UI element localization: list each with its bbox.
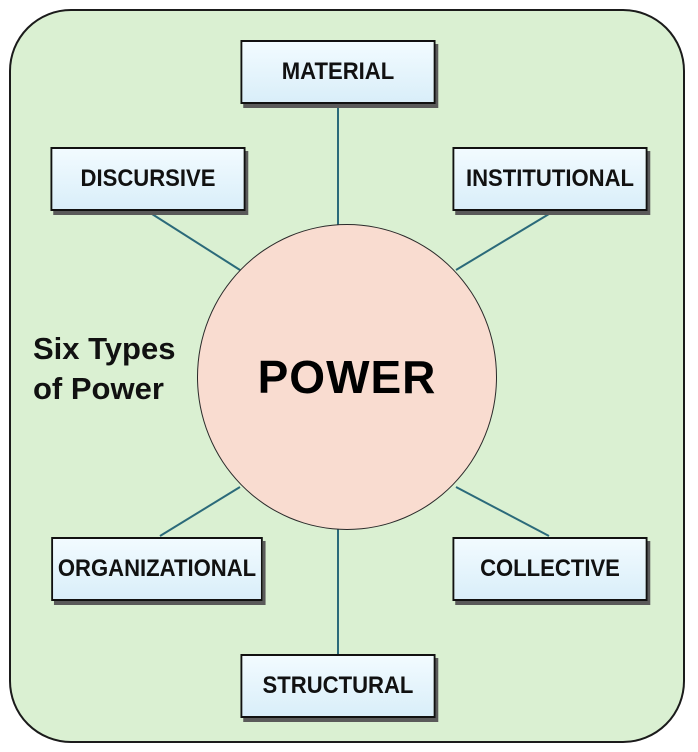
connector-collective [455, 486, 550, 537]
node-discursive: DISCURSIVE [50, 147, 246, 211]
connector-institutional [455, 213, 550, 271]
node-institutional-label: INSTITUTIONAL [465, 165, 635, 192]
node-discursive-label: DISCURSIVE [80, 165, 216, 192]
connector-discursive [151, 213, 241, 271]
power-label: POWER [257, 351, 437, 403]
node-collective: COLLECTIVE [452, 537, 648, 601]
power-circle: POWER [197, 224, 497, 530]
six-types-line1: Six Types [33, 331, 176, 366]
node-organizational-label: ORGANIZATIONAL [57, 555, 257, 582]
node-organizational: ORGANIZATIONAL [51, 537, 263, 601]
node-institutional: INSTITUTIONAL [452, 147, 648, 211]
node-material-label: MATERIAL [281, 58, 395, 85]
node-material: MATERIAL [240, 40, 436, 104]
six-types-line2: of Power [33, 371, 164, 406]
six-types-label: Six Types of Power [33, 329, 193, 409]
node-structural: STRUCTURAL [240, 654, 436, 718]
connector-organizational [159, 486, 241, 537]
node-collective-label: COLLECTIVE [480, 555, 620, 582]
node-structural-label: STRUCTURAL [262, 672, 414, 699]
